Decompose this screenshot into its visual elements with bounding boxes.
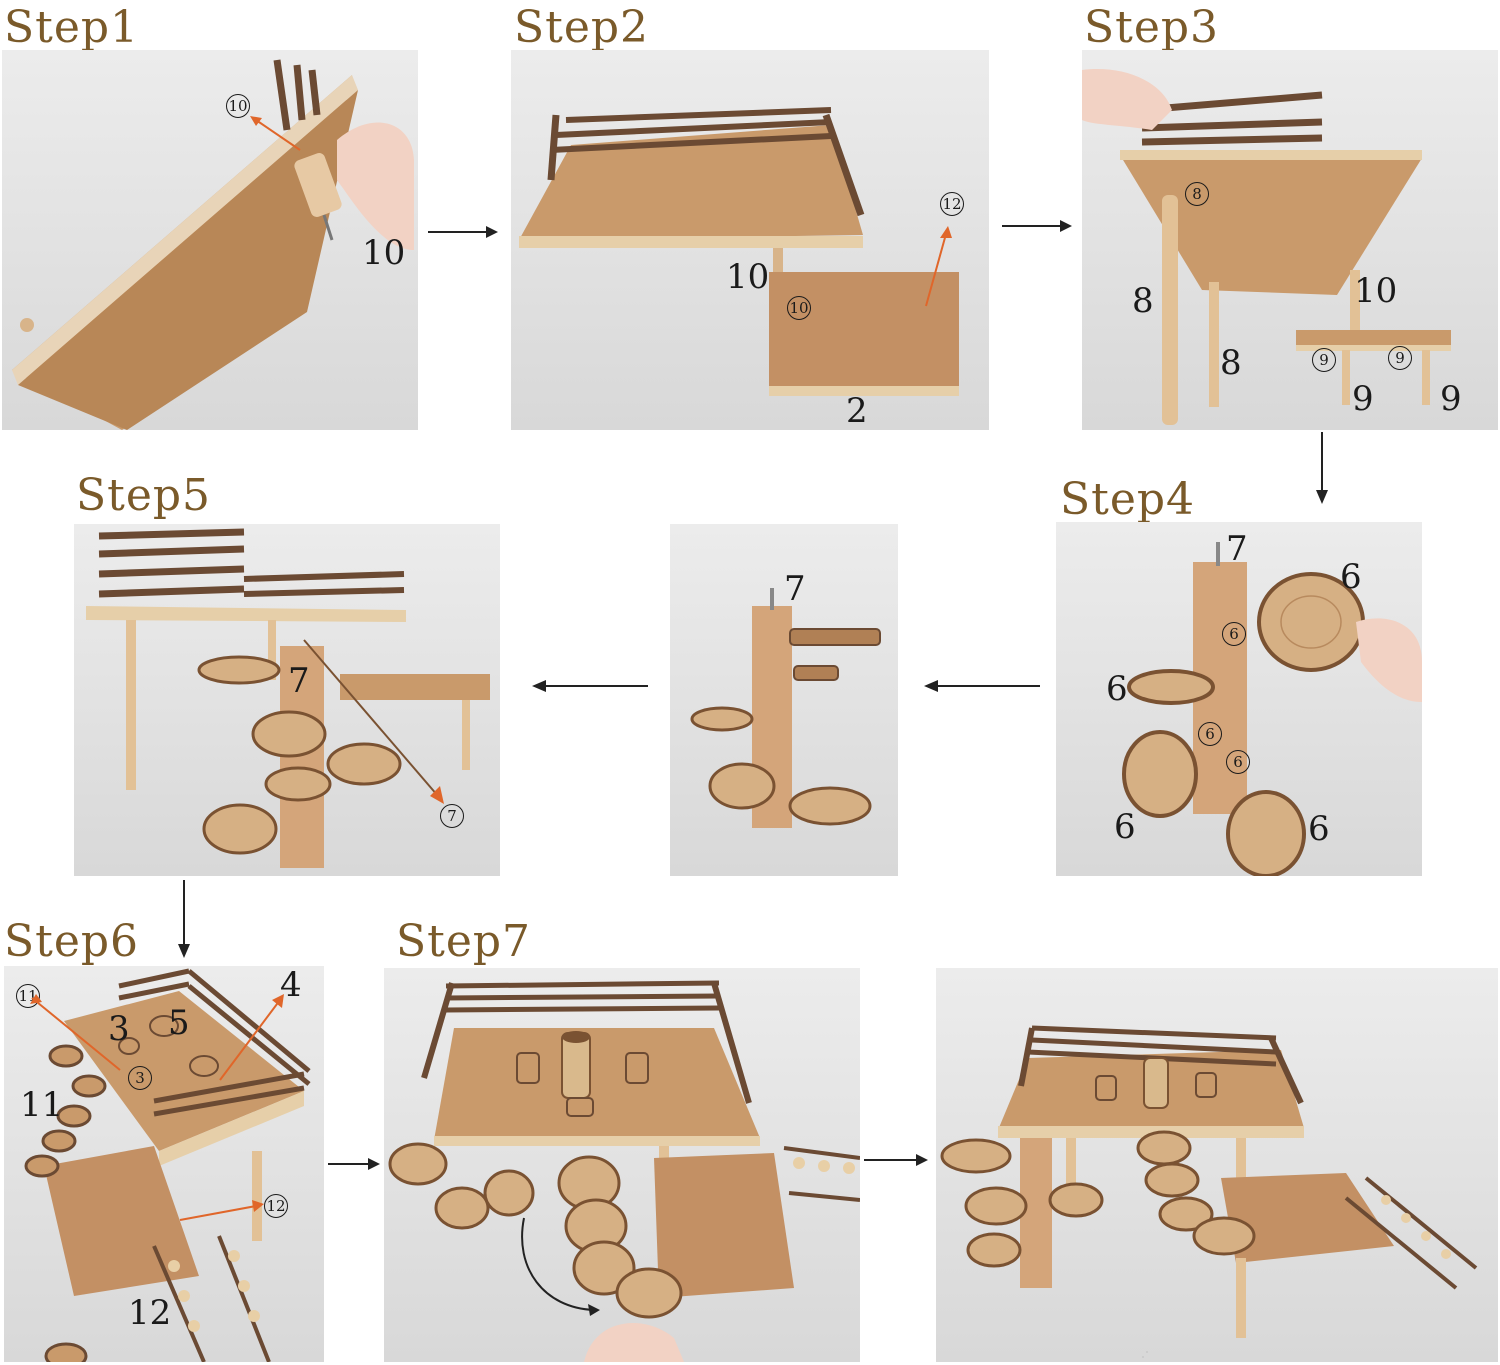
step6-title: Step6 — [4, 916, 140, 967]
p3-circle-9a: 9 — [1312, 348, 1336, 372]
step5-photo — [74, 524, 500, 876]
step2-photo — [511, 50, 989, 430]
p2-label-10: 10 — [726, 257, 770, 297]
arrow-step3-to-step4 — [1316, 432, 1328, 504]
p5-label-7: 7 — [288, 661, 310, 701]
step1-photo — [2, 50, 418, 430]
p5-dark-arrow — [303, 639, 444, 804]
p6-label-12: 12 — [128, 1293, 172, 1333]
step3-illustration — [1082, 69, 1451, 425]
step2-illustration — [519, 107, 959, 396]
step1-title: Step1 — [4, 2, 140, 53]
p3-label-8b: 8 — [1220, 343, 1242, 383]
step1-illustration — [12, 59, 414, 430]
arrow-step5-to-step6 — [178, 880, 190, 958]
step5-illustration — [86, 528, 490, 868]
p6-circle-3: 3 — [128, 1066, 152, 1090]
p2-orange-arrow — [925, 226, 952, 307]
p1-label-10: 10 — [362, 233, 406, 273]
arrow-mid-to-step5 — [532, 680, 648, 692]
arrow-step4-to-mid — [924, 680, 1040, 692]
p6-label-5: 5 — [168, 1003, 190, 1043]
p2-circle-10: 10 — [787, 296, 811, 320]
p4-label-6d: 6 — [1308, 809, 1330, 849]
step2-title: Step2 — [514, 2, 650, 53]
final-assembled-photo — [936, 968, 1498, 1362]
p1-orange-arrow — [250, 116, 301, 151]
p3-label-8a: 8 — [1132, 281, 1154, 321]
p4-label-6b: 6 — [1106, 669, 1128, 709]
p1-circle-10: 10 — [226, 94, 250, 118]
p6-label-4: 4 — [280, 965, 302, 1005]
step5-title: Step5 — [76, 470, 212, 521]
p6-orange-arrows — [30, 994, 284, 1221]
p3-circle-8: 8 — [1185, 182, 1209, 206]
arrow-step6-to-step7 — [328, 1158, 380, 1170]
p3-circle-9b: 9 — [1388, 346, 1412, 370]
step3-photo — [1082, 50, 1498, 430]
step6-illustration — [24, 968, 311, 1362]
p5-circle-7: 7 — [440, 804, 464, 828]
p4-circle-6a: 6 — [1222, 622, 1246, 646]
step4-title: Step4 — [1060, 474, 1196, 525]
final-illustration — [940, 1025, 1478, 1358]
p4-label-6c: 6 — [1114, 807, 1136, 847]
step3-title: Step3 — [1084, 2, 1220, 53]
p4-label-7: 7 — [1226, 529, 1248, 569]
p2-circle-12: 12 — [940, 192, 964, 216]
step7-photo — [384, 968, 860, 1362]
step6-photo — [4, 966, 324, 1362]
p2-label-2: 2 — [846, 391, 868, 431]
p3-label-9b: 9 — [1440, 379, 1462, 419]
p6-label-3: 3 — [108, 1009, 130, 1049]
p3-label-10: 10 — [1354, 271, 1398, 311]
p4-circle-6c: 6 — [1226, 750, 1250, 774]
p4-label-6a: 6 — [1340, 557, 1362, 597]
p6-circle-12: 12 — [264, 1194, 288, 1218]
arrow-step7-to-final — [864, 1154, 928, 1166]
intermediate-photo — [670, 524, 898, 876]
p4-circle-6b: 6 — [1198, 722, 1222, 746]
step7-title: Step7 — [396, 916, 532, 967]
intermediate-illustration — [690, 588, 881, 828]
pmid-label-7: 7 — [784, 569, 806, 609]
step7-illustration — [388, 980, 860, 1362]
arrow-step2-to-step3 — [1002, 220, 1072, 232]
p6-label-11: 11 — [20, 1085, 64, 1125]
p3-label-9a: 9 — [1352, 379, 1374, 419]
arrow-step1-to-step2 — [428, 226, 498, 238]
